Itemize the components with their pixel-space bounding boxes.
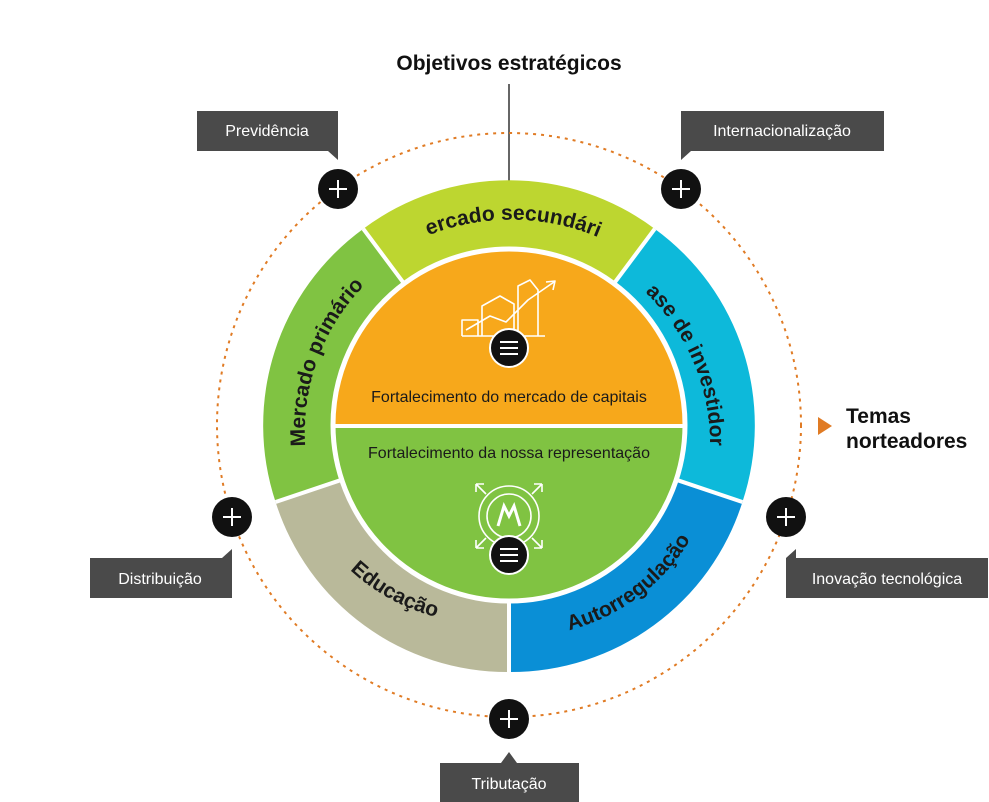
theme-node-distribuicao[interactable] <box>212 497 252 537</box>
core-bottom-label: Fortalecimento da nossa representação <box>368 445 650 462</box>
segment-separators <box>274 227 744 672</box>
segment-base-investidores[interactable] <box>611 228 755 502</box>
theme-node-previdencia[interactable] <box>318 169 358 209</box>
segment-mercado-secundario[interactable] <box>363 180 655 288</box>
tag-tributacao[interactable]: Tributação <box>440 752 579 802</box>
menu-icon <box>500 548 518 562</box>
tag-inovacao[interactable]: Inovação tecnológica <box>786 549 988 598</box>
tag-internacionalizacao-label: Internacionalização <box>713 123 851 140</box>
diagram-title: Objetivos estratégicos <box>396 52 621 75</box>
plus-icon <box>223 508 241 526</box>
core-top-menu-button[interactable] <box>489 328 529 368</box>
tag-distribuicao-label: Distribuição <box>118 571 202 588</box>
tag-internacionalizacao[interactable]: Internacionalização <box>681 111 884 160</box>
plus-icon <box>500 710 518 728</box>
theme-node-internacionalizacao[interactable] <box>661 169 701 209</box>
core-bottom-menu-button[interactable] <box>489 535 529 575</box>
segment-autorregulacao[interactable] <box>509 478 743 673</box>
triangle-pointer-icon <box>818 417 832 435</box>
menu-icon <box>500 341 518 355</box>
plus-icon <box>672 180 690 198</box>
plus-icon <box>777 508 795 526</box>
theme-node-inovacao[interactable] <box>766 497 806 537</box>
side-label-line1: Temas <box>846 405 911 428</box>
plus-icon <box>329 180 347 198</box>
tag-inovacao-label: Inovação tecnológica <box>812 571 962 588</box>
side-label-line2: norteadores <box>846 430 967 453</box>
tag-tributacao-label: Tributação <box>472 776 547 793</box>
tag-previdencia-label: Previdência <box>225 123 309 140</box>
segment-educacao[interactable] <box>275 478 509 673</box>
segment-mercado-primario[interactable] <box>263 228 407 502</box>
core-top-label: Fortalecimento do mercado de capitais <box>371 389 647 406</box>
tag-distribuicao[interactable]: Distribuição <box>90 549 232 598</box>
tag-previdencia[interactable]: Previdência <box>197 111 338 160</box>
theme-node-tributacao[interactable] <box>489 699 529 739</box>
